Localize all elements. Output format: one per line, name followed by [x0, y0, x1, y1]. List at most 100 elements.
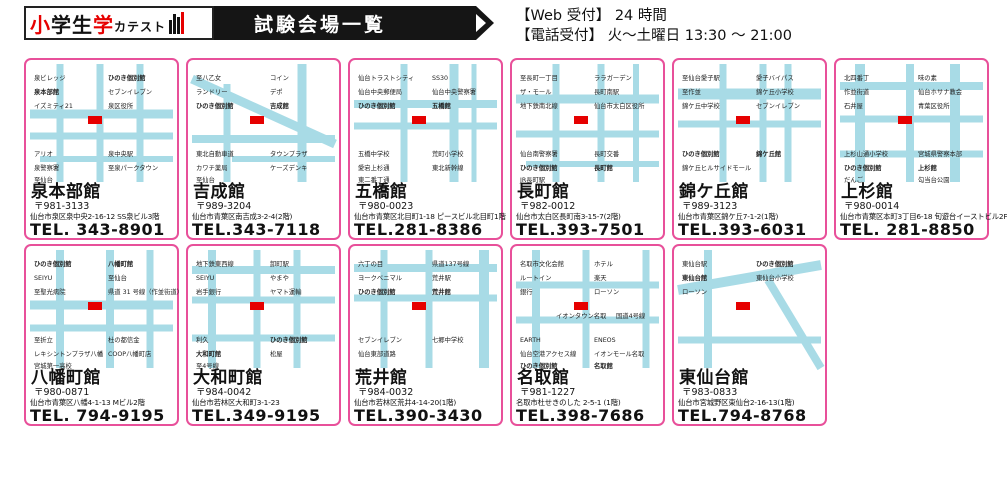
- map-label: ザ・モール: [520, 88, 551, 96]
- map-venue-label: 名取館: [594, 361, 613, 370]
- venue-name: 東仙台館: [679, 368, 749, 388]
- map-label: 勾当台公園: [918, 175, 949, 184]
- map-label: 上杉山通小学校: [844, 149, 889, 158]
- map-venue-label: 泉本部館: [34, 87, 59, 96]
- map-label: 泉区役所: [108, 101, 134, 110]
- venue-map: 至仙台愛子駅愛子バイパス至作並錦ケ丘小学校錦ケ丘中学校セブンイレブンひのき個別館…: [678, 64, 821, 182]
- map-venue-label: 錦ケ丘館: [755, 149, 781, 158]
- venue-card: 北四番丁味の素作並街道仙台ホサナ教会石井屋青葉区役所上杉山通小学校宮城県警察本部…: [834, 58, 1007, 240]
- venue-tel[interactable]: TEL. 281-8850: [840, 220, 975, 239]
- venue-address: 仙台市太白区長町南3-15-7(2階): [516, 212, 621, 221]
- map-label: 長町南駅: [594, 87, 620, 96]
- venue-location-marker: [250, 302, 264, 310]
- venue-tel[interactable]: TEL.390-3430: [354, 406, 483, 425]
- map-venue-label: ひのき個別館: [270, 335, 308, 344]
- map-label: 杜の都信金: [108, 335, 140, 344]
- venue-tel[interactable]: TEL. 343-8901: [30, 220, 165, 239]
- map-drawing: 至仙台愛子駅愛子バイパス至作並錦ケ丘小学校錦ケ丘中学校セブンイレブンひのき個別館…: [678, 64, 821, 182]
- map-venue-label: 長町館: [594, 163, 613, 172]
- venue-tel[interactable]: TEL.281-8386: [354, 220, 483, 239]
- map-label: ルートイン: [520, 275, 551, 282]
- venue-address: 名取市杜せきのした 2-5-1 (1階): [516, 398, 621, 407]
- venue-tel[interactable]: TEL. 794-9195: [30, 406, 165, 425]
- venue-map: 六丁の目県道137号線ヨークベニマル荒井駅ひのき個別館荒井館セブンイレブン七郷中…: [354, 250, 497, 368]
- map-label: 至仙台愛子駅: [682, 73, 720, 82]
- venue-tel[interactable]: TEL.343-7118: [192, 220, 321, 239]
- venue-card: 至仙台愛子駅愛子バイパス至作並錦ケ丘小学校錦ケ丘中学校セブンイレブンひのき個別館…: [672, 58, 827, 240]
- map-label: 仙台中央郵便局: [358, 87, 402, 96]
- venue-zip: 〒981-3133: [34, 201, 90, 212]
- map-label: 松屋: [270, 349, 283, 358]
- venue-location-marker: [250, 116, 264, 124]
- map-label: 至折立: [34, 335, 53, 344]
- venue-tel[interactable]: TEL.393-6031: [678, 220, 807, 239]
- map-label: 北四番丁: [844, 74, 869, 82]
- venue-location-marker: [412, 302, 426, 310]
- map-venue-label: ひのき個別館: [358, 287, 396, 296]
- map-label: SS30: [432, 75, 448, 82]
- venue-location-marker: [736, 302, 750, 310]
- map-venue-label: ひのき個別館: [196, 101, 234, 110]
- map-label: デポ: [270, 87, 283, 96]
- map-label: 荒井駅: [432, 273, 452, 282]
- venue-address: 仙台市青葉区南吉成3-2-4(2階): [192, 212, 293, 221]
- map-label: 荒町小学校: [432, 149, 464, 158]
- map-label: だんご: [844, 175, 864, 184]
- map-label: カワチ薬局: [196, 163, 227, 172]
- map-label: ローソン: [682, 289, 707, 296]
- map-label: ララガーデン: [594, 73, 632, 82]
- map-label: 東二番丁通: [358, 175, 390, 184]
- map-label: EARTH: [520, 337, 541, 344]
- map-label: 至聖光病院: [34, 287, 66, 296]
- map-label: 石井屋: [844, 101, 863, 110]
- map-venue-label: ひのき個別館: [358, 101, 396, 110]
- map-label: 泉警察署: [34, 163, 59, 172]
- map-label: 地下鉄東西線: [196, 259, 234, 268]
- map-label: 錦ケ丘小学校: [756, 87, 794, 96]
- venue-location-marker: [736, 116, 750, 124]
- map-venue-label: 大和町館: [196, 349, 221, 358]
- venue-tel[interactable]: TEL.794-8768: [678, 406, 807, 425]
- map-label: 仙台トラストシティ: [358, 73, 414, 82]
- map-label: やまや: [270, 274, 289, 282]
- map-label: 東仙台小学校: [756, 273, 794, 282]
- map-label: JR長町駅: [519, 176, 546, 184]
- map-label: ヨークベニマル: [358, 274, 402, 282]
- map-drawing: 北四番丁味の素作並街道仙台ホサナ教会石井屋青葉区役所上杉山通小学校宮城県警察本部…: [840, 64, 983, 184]
- venue-address: 仙台市若林区大和町3-1-23: [192, 398, 280, 407]
- phone-hours: 【電話受付】 火〜土曜日 13:30 〜 21:00: [516, 28, 793, 44]
- venue-zip: 〒984-0032: [358, 387, 414, 398]
- venue-name: 吉成館: [193, 182, 246, 202]
- map-label: 国道4号線: [616, 311, 646, 320]
- map-drawing: 至八乙女コインランドリーデポひのき個別館吉成館東北自動車道タウンプラザカワチ薬局…: [190, 64, 337, 184]
- venue-tel[interactable]: TEL.398-7686: [516, 406, 645, 425]
- map-venue-label: 八幡町館: [107, 259, 133, 268]
- map-label: 至仙台: [196, 175, 215, 184]
- venue-address: 仙台市泉区泉中央2-16-12 SS泉ビル3階: [30, 212, 160, 221]
- map-venue-label: 上杉館: [918, 163, 937, 172]
- map-road: [677, 260, 822, 295]
- map-label: 至長町一丁目: [520, 74, 558, 82]
- map-drawing: 至長町一丁目ララガーデンザ・モール長町南駅地下鉄南北線仙台市太白区役所仙台南警察…: [516, 64, 659, 184]
- map-label: 東仙台駅: [682, 259, 708, 268]
- map-label: 宮城第一高校: [34, 361, 72, 370]
- venue-map: 至八乙女コインランドリーデポひのき個別館吉成館東北自動車道タウンプラザカワチ薬局…: [190, 64, 337, 184]
- map-label: 県道137号線: [432, 259, 470, 268]
- venue-address: 仙台市若林区荒井4-14-20(1階): [354, 398, 457, 407]
- map-venue-label: ひのき個別館: [756, 259, 794, 268]
- map-venue-label: ひのき個別館: [108, 73, 146, 82]
- venue-location-marker: [88, 302, 102, 310]
- venue-tel[interactable]: TEL.349-9195: [192, 406, 321, 425]
- map-label: 仙台空港アクセス線: [520, 349, 577, 358]
- pencil-icon: [169, 12, 185, 34]
- map-label: コイン: [270, 74, 289, 82]
- venue-location-marker: [88, 116, 102, 124]
- map-label: ローソン: [594, 289, 619, 296]
- map-label: 錦ケ丘ヒルサイドモール: [682, 163, 751, 172]
- brand-char-4: 学: [93, 12, 113, 37]
- venue-name: 名取館: [517, 368, 570, 388]
- map-label: イオンタウン名取: [556, 311, 607, 320]
- venue-tel[interactable]: TEL.393-7501: [516, 220, 645, 239]
